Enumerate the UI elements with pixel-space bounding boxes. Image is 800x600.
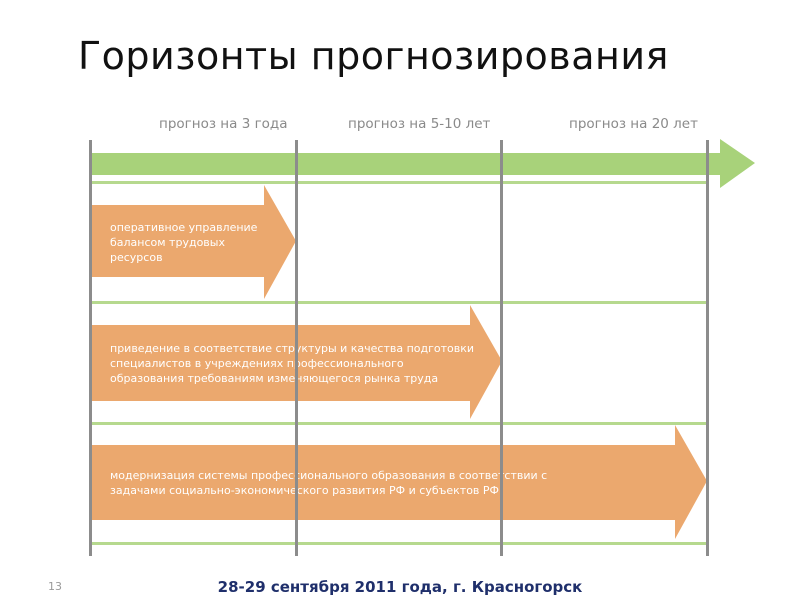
footer-date-place: 28-29 сентября 2011 года, г. Красногорск <box>217 578 583 596</box>
divider-3-years <box>295 140 298 556</box>
task-text-modernization: модернизация системы профессионального о… <box>110 469 548 497</box>
task-arrow-operational-shape <box>92 185 296 299</box>
guide-line-3 <box>90 422 707 425</box>
guide-line-2 <box>90 301 707 304</box>
divider-20-years <box>706 140 709 556</box>
page-title: Горизонты прогнозирования <box>78 34 669 78</box>
divider-5-10-years <box>500 140 503 556</box>
task-arrow-modernization-shape <box>92 425 707 539</box>
task-text-structure: приведение в соответствие структуры и ка… <box>110 342 475 385</box>
horizon-label-5-10-years: прогноз на 5-10 лет <box>348 116 491 132</box>
timeline-arrow-shape <box>90 139 755 188</box>
divider-start <box>89 140 92 556</box>
page-number: 13 <box>48 580 62 593</box>
task-text-operational: оперативное управление балансом трудовых… <box>110 221 258 264</box>
timeline-arrow <box>90 139 755 188</box>
horizon-label-20-years: прогноз на 20 лет <box>569 116 698 132</box>
guide-line-4 <box>90 542 707 545</box>
task-arrow-modernization <box>92 425 707 539</box>
guide-line-1 <box>90 181 707 184</box>
task-arrow-operational <box>92 185 296 299</box>
horizon-label-3-years: прогноз на 3 года <box>159 116 288 132</box>
